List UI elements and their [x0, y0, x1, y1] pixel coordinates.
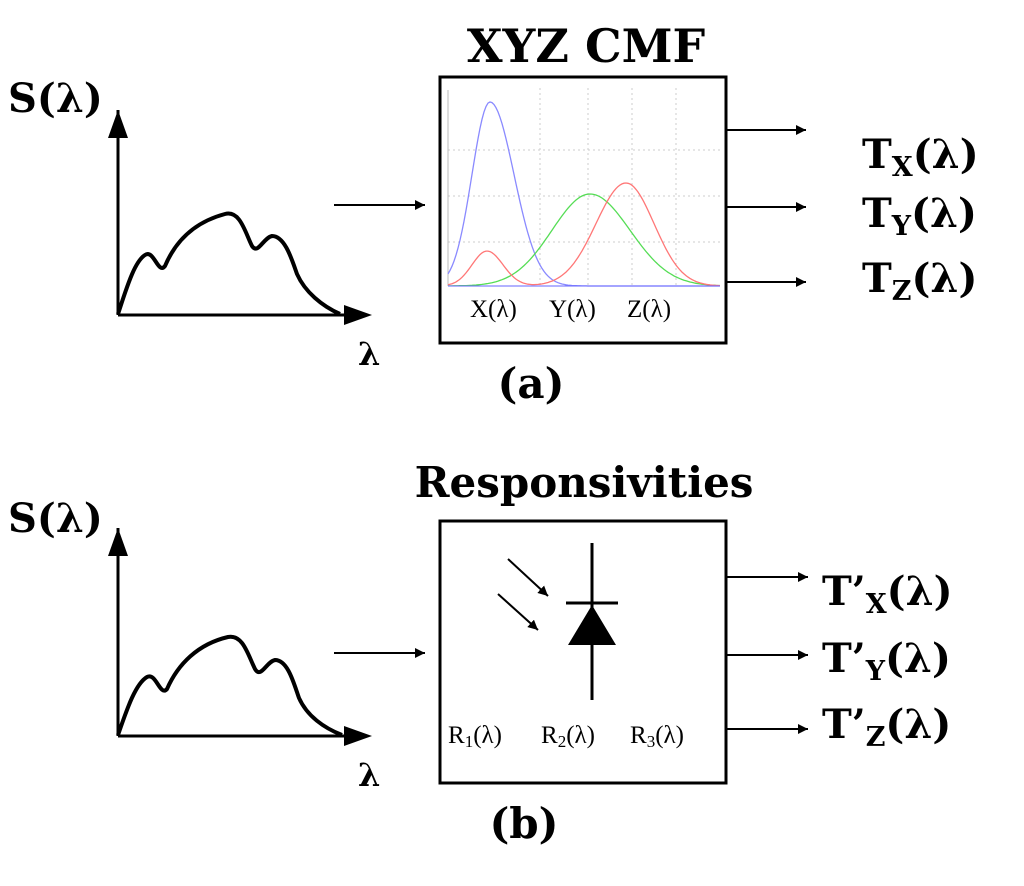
cmf-curve-red: [447, 182, 721, 287]
cmf-box: [438, 75, 728, 345]
output-label-tpz: T’Z(λ): [822, 701, 951, 753]
title-b: Responsivities: [415, 458, 754, 507]
caption-b: (b): [489, 799, 558, 848]
cmf-label-z: Z(λ): [627, 296, 671, 323]
spectrum-plot-b: S(λ) λ: [8, 495, 380, 794]
output-label-tz: TZ(λ): [862, 255, 977, 307]
output-label-tpy: T’Y(λ): [822, 635, 951, 687]
output-label-tx: TX(λ): [862, 131, 979, 183]
axis-label-b: λ: [358, 756, 380, 794]
x-axis-arrow-a: [344, 305, 372, 325]
y-axis-arrow-b: [108, 528, 128, 556]
caption-a: (a): [498, 359, 565, 408]
cmf-grid: [448, 88, 720, 286]
spectrum-curve-b: [116, 634, 343, 737]
responsivity-box: [438, 519, 728, 785]
output-label-tpx: T’X(λ): [822, 568, 953, 620]
input-label-a: S(λ): [8, 75, 103, 122]
panel-a: S(λ) λ XYZ CMF X(λ) Y(λ) Z(λ) TX(λ): [8, 19, 979, 408]
cmf-label-y: Y(λ): [549, 296, 596, 323]
axis-label-a: λ: [358, 335, 380, 373]
input-label-b: S(λ): [8, 495, 103, 542]
spectrum-curve-a: [116, 211, 341, 316]
spectrum-plot-a: S(λ) λ: [8, 75, 380, 373]
y-axis-arrow-a: [108, 110, 128, 138]
cmf-label-x: X(λ): [470, 296, 517, 323]
resp-label-3: R3(λ): [630, 722, 684, 751]
resp-label-2: R2(λ): [541, 722, 595, 751]
x-axis-arrow-b: [344, 726, 372, 746]
panel-b: S(λ) λ Responsivities R1(λ) R2(λ) R3(λ) …: [8, 458, 953, 848]
output-label-ty: TY(λ): [862, 190, 977, 242]
cmf-curve-green: [448, 193, 720, 287]
title-a: XYZ CMF: [467, 19, 706, 73]
resp-label-1: R1(λ): [448, 722, 502, 751]
photodiode-icon: [497, 543, 618, 700]
